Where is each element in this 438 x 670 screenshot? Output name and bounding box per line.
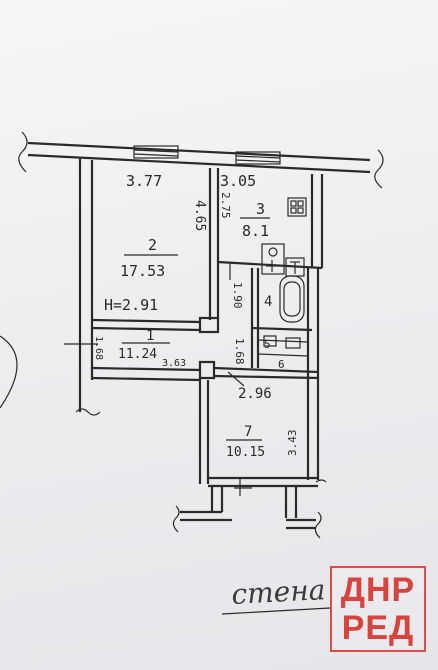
dim-top-left: 3.77	[126, 172, 162, 190]
room3-number: 3	[256, 200, 265, 218]
partition-2-3	[198, 168, 220, 334]
entrance-stub	[172, 479, 327, 539]
logo-line1: ДНР	[340, 571, 416, 609]
dim-top-right: 3.05	[220, 172, 256, 190]
ceiling-height: H=2.91	[104, 296, 158, 314]
exterior-wall-right	[306, 174, 324, 480]
dim-corridor-len: 3.63	[162, 358, 186, 369]
brand-logo: ДНР РЕД	[330, 566, 426, 652]
dim-room1-side: 1.68	[93, 336, 104, 360]
room6-number: 6	[278, 358, 285, 371]
bathroom-block	[250, 268, 313, 368]
window-room3	[235, 151, 281, 165]
room1-number: 1	[146, 328, 154, 344]
room7-area: 10.15	[226, 445, 265, 460]
corridor-walls	[64, 318, 319, 387]
door-arc	[0, 335, 18, 409]
dim-bath-side: 1.90	[231, 282, 244, 309]
logo-line2: РЕД	[341, 609, 415, 647]
handwritten-note: стена	[231, 573, 327, 611]
exterior-wall-left	[75, 158, 101, 416]
room7-walls	[198, 378, 318, 496]
dim-room7-width: 2.96	[238, 386, 272, 402]
room5-number: 5	[264, 338, 271, 351]
handwritten-underline	[221, 607, 331, 615]
room4-number: 4	[264, 294, 272, 310]
wall-kitchen-bottom	[217, 260, 323, 280]
room2-area: 17.53	[120, 262, 165, 280]
room3-area: 8.1	[242, 222, 269, 240]
room1-area: 11.24	[118, 347, 157, 362]
dim-wc-side: 1.68	[233, 338, 246, 365]
sink-icon	[261, 243, 285, 275]
stove-icon	[287, 197, 307, 217]
dim-room3-side: 2.75	[219, 192, 232, 219]
room2-number: 2	[148, 236, 157, 254]
exterior-wall-top	[18, 131, 384, 189]
room7-number: 7	[244, 424, 252, 440]
dim-room2-side: 4.65	[192, 200, 207, 231]
window-room2	[133, 145, 179, 159]
dim-room7-side: 3.43	[286, 430, 299, 457]
